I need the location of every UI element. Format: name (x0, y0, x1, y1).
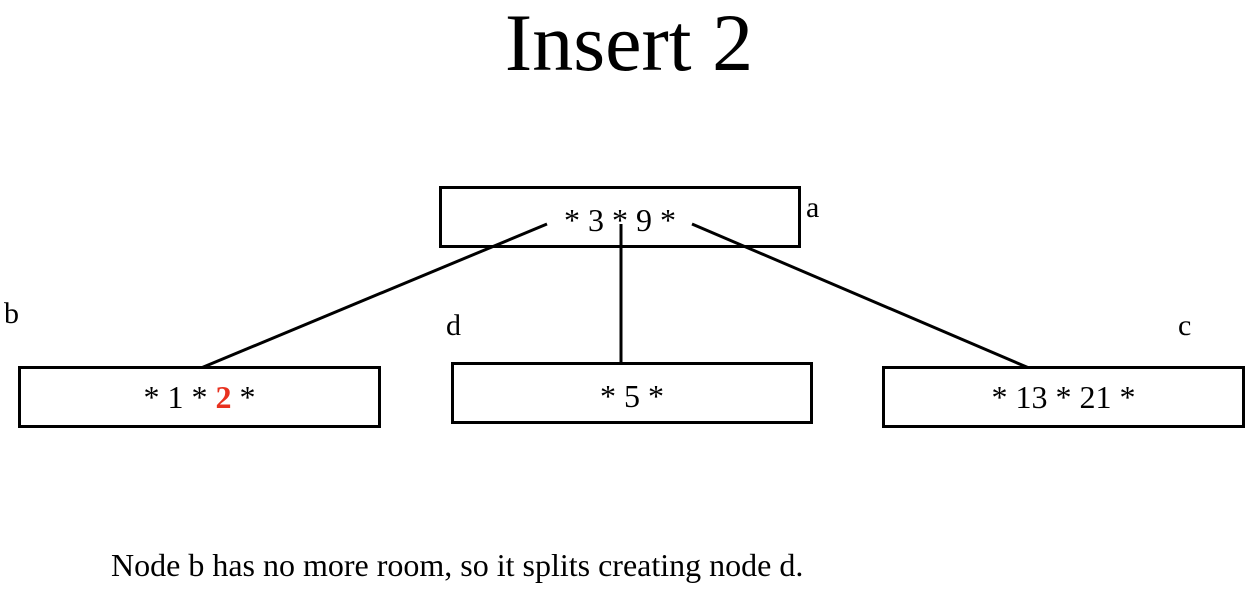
node-a-keys: * 3 * 9 * (564, 202, 676, 238)
node-b-label: b (4, 297, 19, 330)
slide-title: Insert 2 (504, 0, 754, 88)
node-a-label: a (806, 191, 820, 224)
caption-text: Node b has no more room, so it splits cr… (111, 547, 804, 583)
node-b-keys-after: * (231, 379, 256, 415)
node-b: * 1 * 2 * (18, 366, 381, 428)
node-a: * 3 * 9 * (439, 186, 801, 248)
node-c-label: c (1178, 309, 1192, 342)
edge-a-to-b (200, 222, 548, 370)
node-d: * 5 * (451, 362, 813, 424)
node-d-keys: * 5 * (600, 378, 664, 414)
node-c: * 13 * 21 * (882, 366, 1245, 428)
inserted-key: 2 (215, 379, 232, 415)
node-c-keys: * 13 * 21 * (991, 379, 1136, 415)
node-b-keys-before: * 1 * (143, 379, 216, 415)
node-d-label: d (446, 309, 461, 342)
node-b-keys: * 1 * 2 * (21, 379, 378, 415)
edge-a-to-c (691, 222, 1030, 370)
